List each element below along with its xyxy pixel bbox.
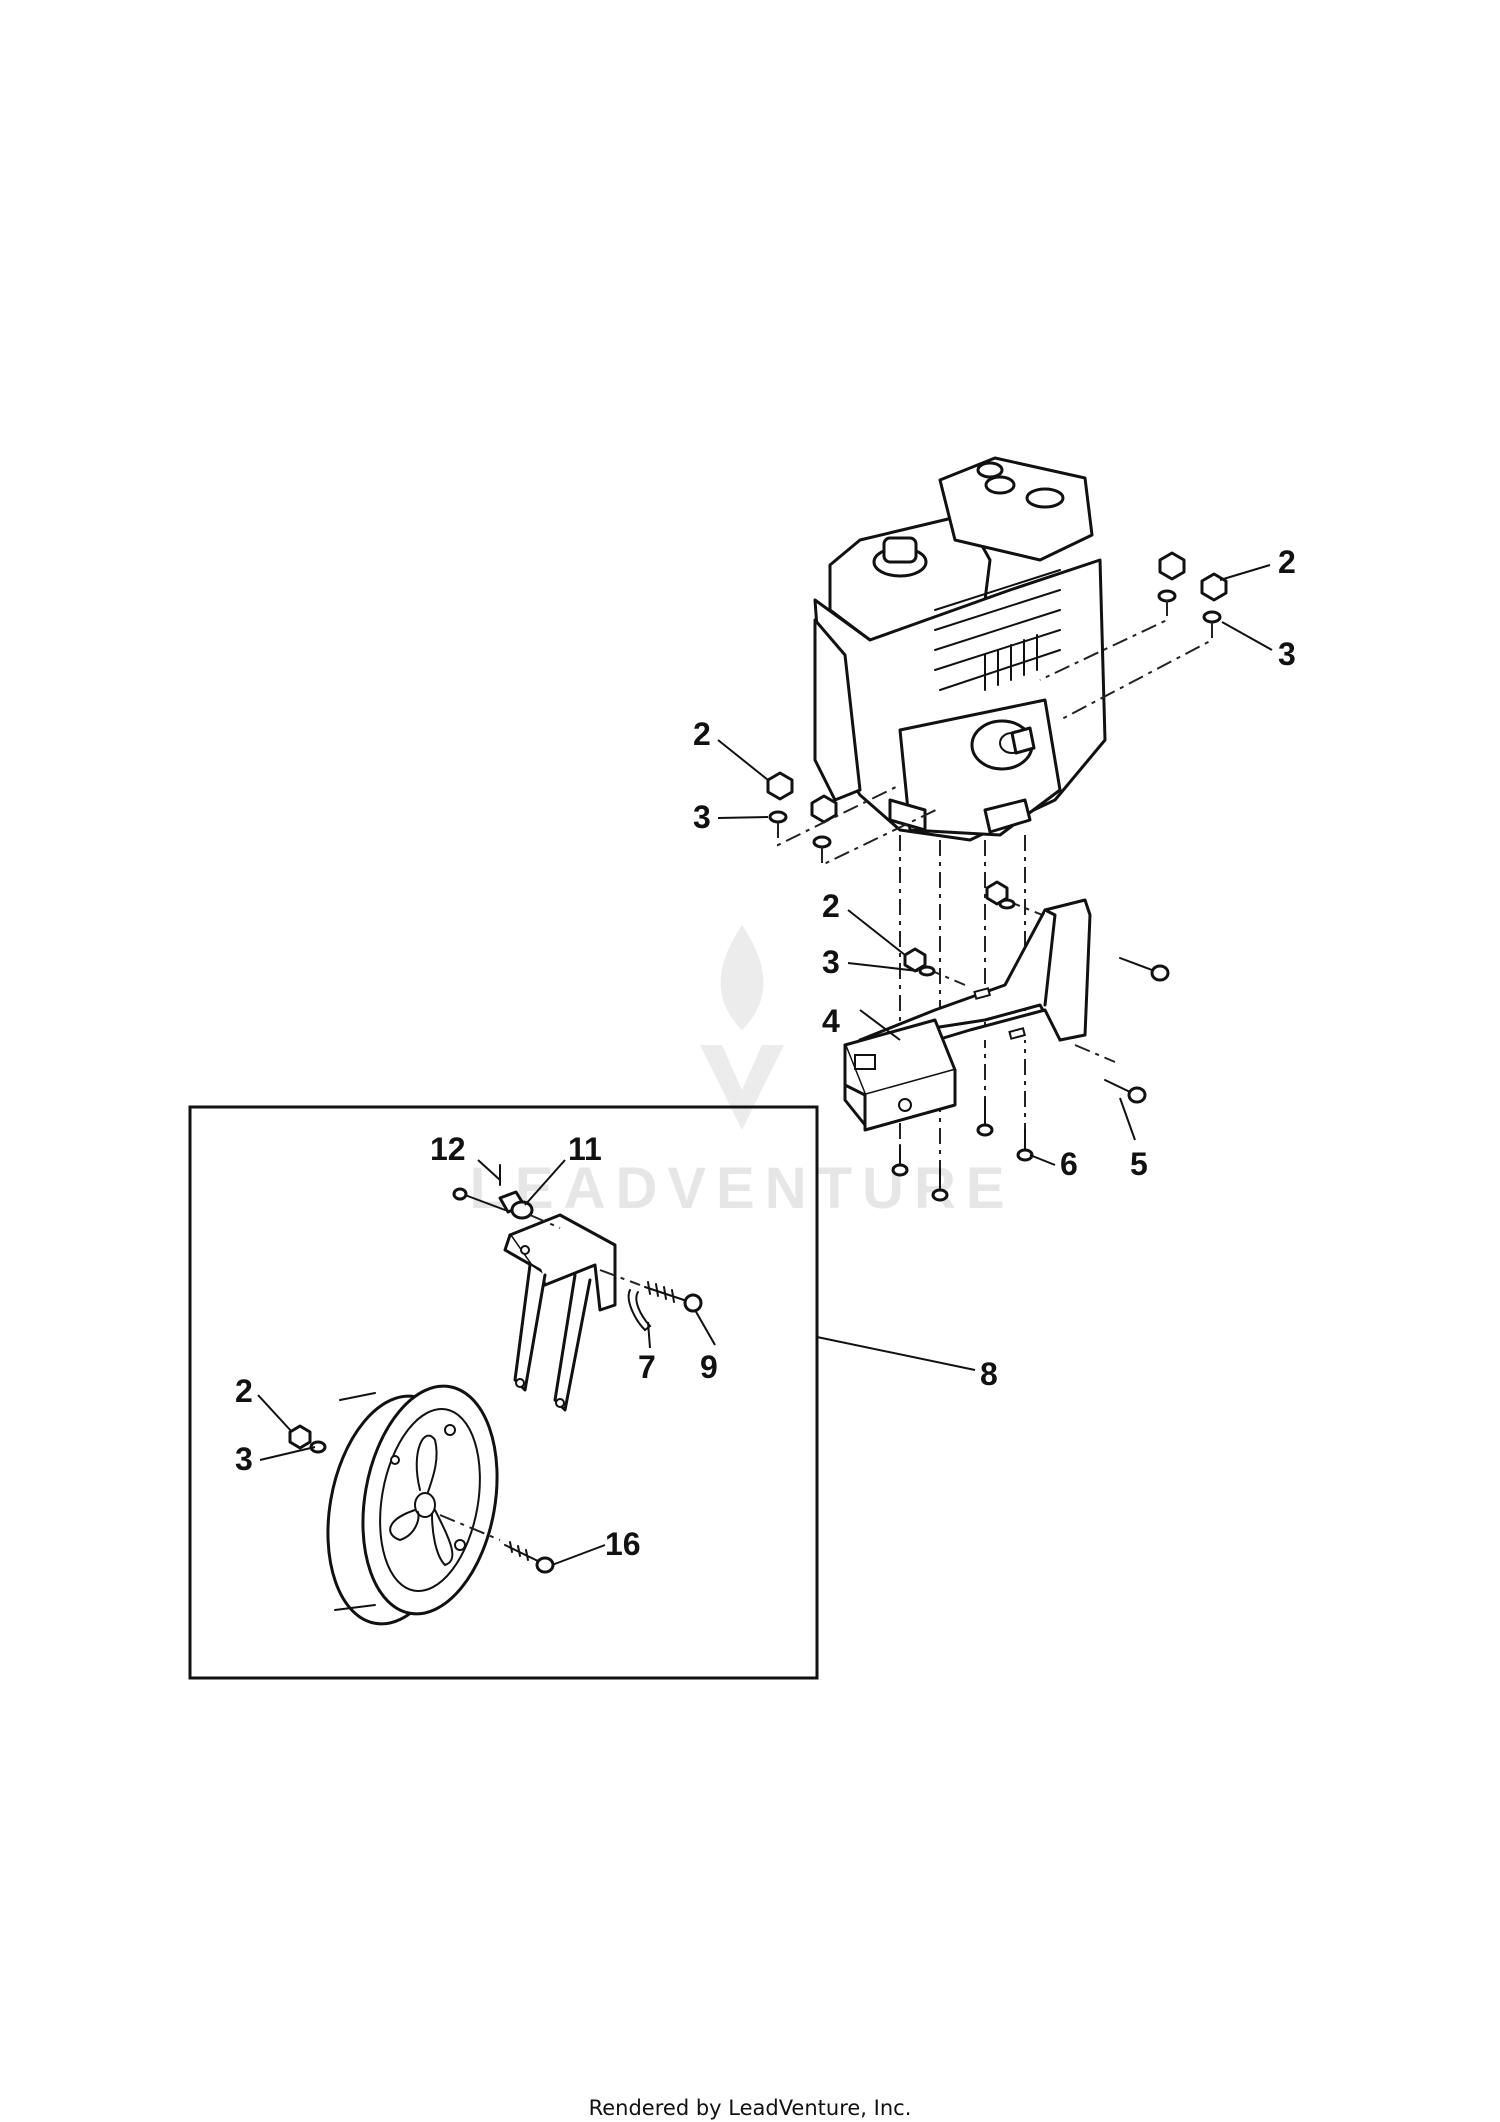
fastener-nut-left [766,771,838,849]
watermark-text: LEADVENTURE [469,1156,1014,1221]
leader-lines [257,564,1273,1566]
callout-2-wheel: 2 [235,1373,253,1409]
callout-4: 4 [822,1003,840,1039]
callout-9: 9 [700,1349,718,1385]
mounting-plate [843,898,1092,1132]
pin-and-spacer [452,1164,561,1229]
callout-2-left: 2 [693,716,711,752]
callout-5: 5 [1130,1146,1148,1182]
bolt-right [1104,957,1170,1104]
callout-3-left: 3 [693,799,711,835]
wheel-bracket [503,1213,617,1412]
callout-3-top-right: 3 [1278,636,1296,672]
callout-2-mid: 2 [822,888,840,924]
callout-7: 7 [638,1349,656,1385]
axle-bolt [439,1514,555,1574]
callout-2-top-right: 2 [1278,544,1296,580]
render-credit: Rendered by LeadVenture, Inc. [588,2096,912,2120]
fastener-nut-plate [903,880,1016,977]
wheel-assembly-box [188,1105,819,1680]
callout-3-wheel: 3 [235,1441,253,1477]
callout-3-mid: 3 [822,944,840,980]
callouts: 2 3 2 3 2 3 4 5 6 12 11 7 9 8 2 3 16 [235,544,1296,1562]
engine [813,456,1107,842]
fastener-nut-top-right [1157,551,1228,624]
callout-16: 16 [605,1526,641,1562]
watermark-flame-icon [700,925,784,1130]
callout-8: 8 [980,1356,998,1392]
callout-11: 11 [568,1131,602,1167]
bolt-bottom [891,1099,1034,1202]
callout-12: 12 [430,1131,466,1167]
wheel [326,1384,499,1626]
fastener-nut-wheel [288,1424,327,1454]
callout-6: 6 [1060,1146,1078,1182]
